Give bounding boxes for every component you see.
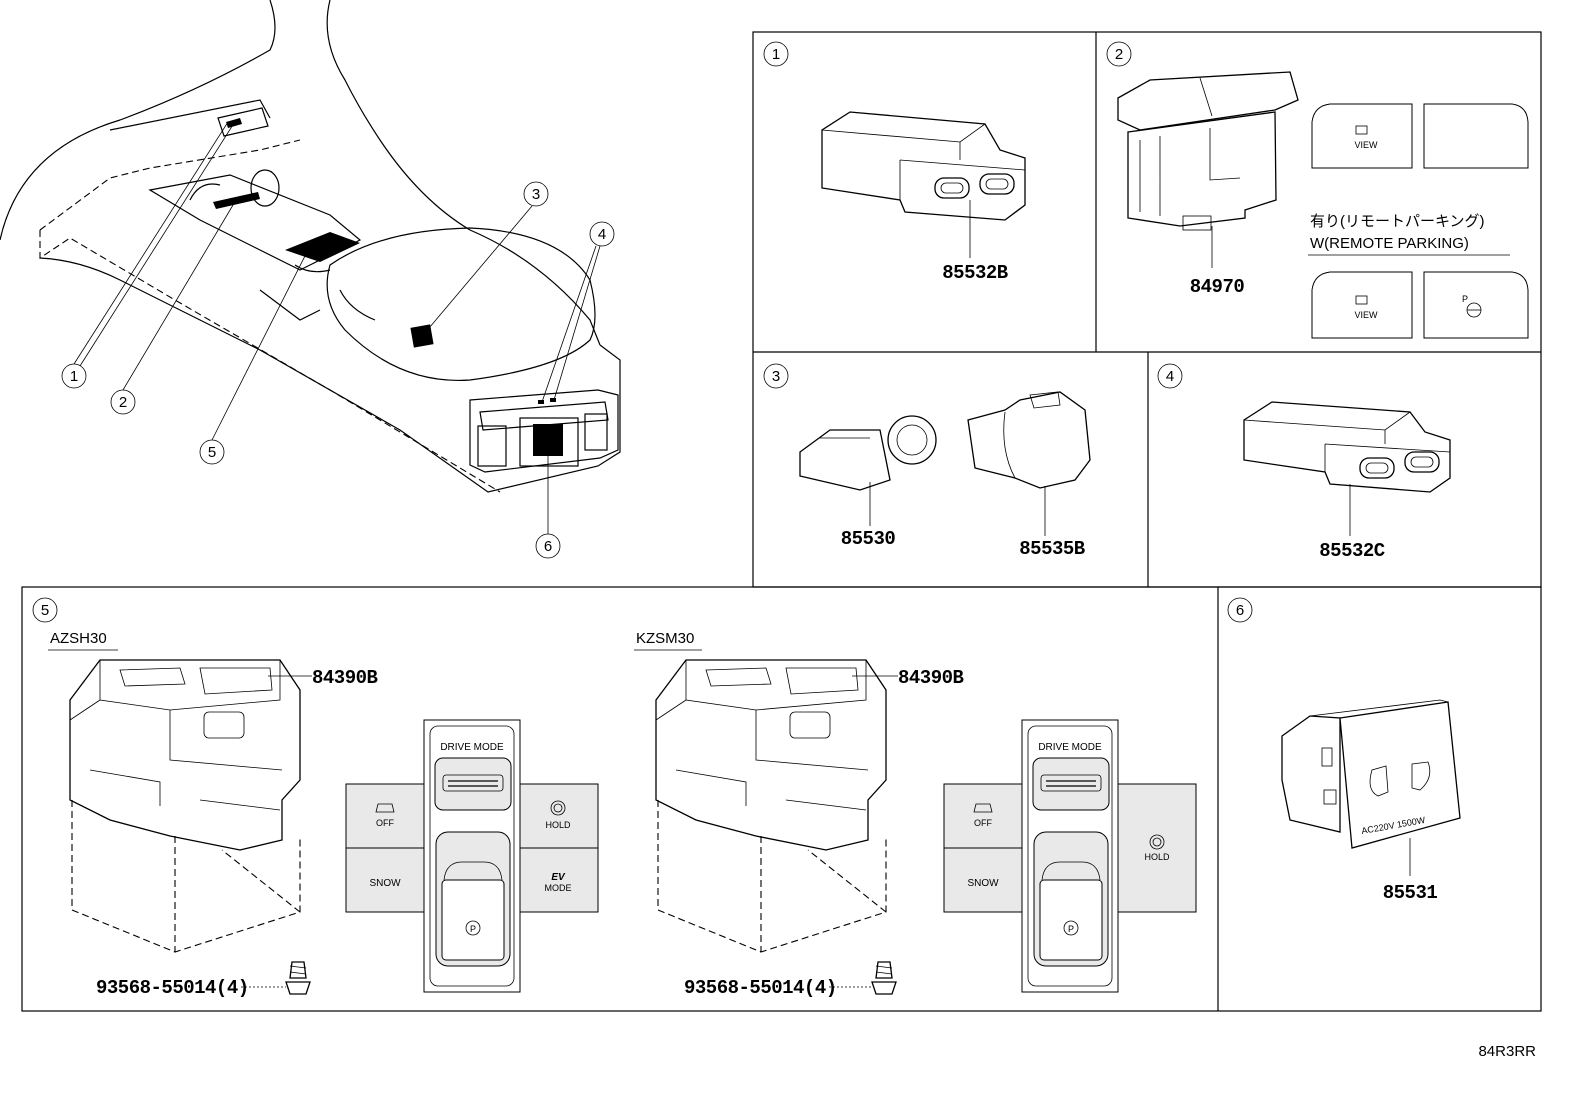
svg-text:P: P bbox=[1462, 294, 1468, 304]
svg-text:85532B: 85532B bbox=[942, 262, 1008, 284]
usb-port-part-85532b bbox=[821, 111, 1026, 221]
svg-text:93568-55014(4): 93568-55014(4) bbox=[96, 977, 249, 999]
view-button-pair-remote-parking: VIEW P bbox=[1311, 271, 1529, 339]
switch-assembly-84390b-left bbox=[69, 659, 301, 851]
svg-text:5: 5 bbox=[208, 444, 216, 461]
callout-4: 4 bbox=[589, 221, 615, 247]
svg-text:MODE: MODE bbox=[545, 883, 572, 893]
svg-text:EV: EV bbox=[551, 872, 566, 883]
svg-text:3: 3 bbox=[772, 368, 780, 385]
variant-kzsm30: KZSM30 84390B 93568-55014(4) bbox=[634, 630, 1197, 999]
svg-text:有り(リモートパーキング): 有り(リモートパーキング) bbox=[1310, 213, 1485, 230]
panel-5: 5 AZSH30 84390B 93568-550 bbox=[32, 597, 1197, 999]
svg-text:P: P bbox=[470, 924, 476, 934]
svg-text:6: 6 bbox=[1236, 602, 1244, 619]
svg-text:VIEW: VIEW bbox=[1354, 140, 1378, 150]
screw-icon bbox=[871, 961, 897, 995]
svg-text:85535B: 85535B bbox=[1019, 538, 1085, 560]
svg-text:SNOW: SNOW bbox=[369, 878, 401, 889]
svg-text:5: 5 bbox=[41, 602, 49, 619]
callout-3: 3 bbox=[523, 181, 549, 207]
svg-text:SNOW: SNOW bbox=[967, 878, 999, 889]
switch-part-84970 bbox=[1117, 71, 1299, 231]
svg-text:OFF: OFF bbox=[376, 818, 394, 828]
panel-6: 6 AC220V 1500W 85531 bbox=[1227, 597, 1461, 904]
usb-port-part-85532c bbox=[1243, 401, 1451, 493]
view-button-pair-standard: VIEW bbox=[1311, 103, 1529, 169]
svg-text:DRIVE MODE: DRIVE MODE bbox=[1038, 742, 1102, 753]
panel-1: 1 85532B bbox=[763, 41, 1026, 284]
svg-text:AZSH30: AZSH30 bbox=[50, 630, 107, 647]
callout-2: 2 bbox=[110, 389, 136, 415]
svg-text:84390B: 84390B bbox=[312, 667, 378, 689]
svg-text:3: 3 bbox=[532, 186, 540, 203]
panel-2: 2 84970 VIEW 有り(リモートパーキング) W(REMOTE PARK… bbox=[1106, 41, 1529, 339]
svg-text:KZSM30: KZSM30 bbox=[636, 630, 694, 647]
svg-text:85532C: 85532C bbox=[1319, 540, 1385, 562]
console-overview: 1 2 3 4 5 6 bbox=[0, 0, 621, 559]
svg-text:93568-55014(4): 93568-55014(4) bbox=[684, 977, 837, 999]
diagram-code: 84R3RR bbox=[1478, 1043, 1536, 1060]
variant-azsh30: AZSH30 84390B 93568-55014(4) bbox=[48, 630, 599, 999]
svg-text:OFF: OFF bbox=[974, 818, 992, 828]
svg-text:85530: 85530 bbox=[841, 528, 896, 550]
svg-text:1: 1 bbox=[70, 368, 78, 385]
panel-borders bbox=[21, 31, 1542, 1012]
panel-3: 3 85530 85535B bbox=[763, 363, 1091, 560]
svg-text:2: 2 bbox=[1115, 46, 1123, 63]
socket-part-85530 bbox=[799, 415, 937, 491]
ac-outlet-part-85531: AC220V 1500W bbox=[1281, 699, 1461, 849]
switch-assembly-84390b-right bbox=[655, 659, 887, 851]
svg-text:84970: 84970 bbox=[1190, 276, 1245, 298]
svg-text:2: 2 bbox=[119, 394, 127, 411]
svg-text:DRIVE MODE: DRIVE MODE bbox=[440, 742, 504, 753]
svg-text:HOLD: HOLD bbox=[1144, 852, 1170, 862]
svg-text:1: 1 bbox=[772, 46, 780, 63]
svg-text:85531: 85531 bbox=[1383, 882, 1438, 904]
svg-text:4: 4 bbox=[598, 226, 606, 243]
drive-panel-front-left: DRIVE MODE P OFF SNOW HOLD EV MODE bbox=[345, 719, 599, 993]
svg-text:HOLD: HOLD bbox=[545, 820, 571, 830]
svg-text:84390B: 84390B bbox=[898, 667, 964, 689]
drive-panel-front-right: DRIVE MODE P OFF SNOW HOLD bbox=[943, 719, 1197, 993]
panel-4: 4 85532C bbox=[1157, 363, 1451, 562]
svg-text:W(REMOTE PARKING): W(REMOTE PARKING) bbox=[1310, 235, 1469, 252]
callout-6: 6 bbox=[535, 533, 561, 559]
svg-text:6: 6 bbox=[544, 538, 552, 555]
svg-text:4: 4 bbox=[1166, 368, 1174, 385]
callout-1: 1 bbox=[61, 363, 87, 389]
svg-text:VIEW: VIEW bbox=[1354, 310, 1378, 320]
callout-5: 5 bbox=[199, 439, 225, 465]
screw-icon bbox=[285, 961, 311, 995]
svg-text:P: P bbox=[1068, 924, 1074, 934]
cap-part-85535b bbox=[967, 391, 1091, 489]
